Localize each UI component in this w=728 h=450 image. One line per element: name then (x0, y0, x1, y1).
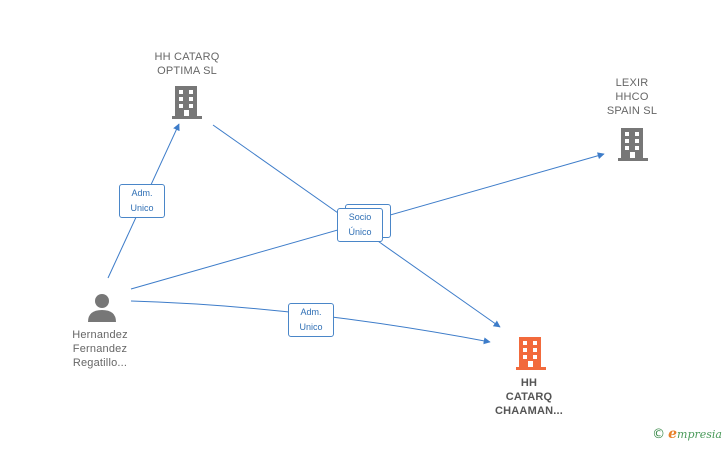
node-label-line: CHAAMAN... (495, 405, 563, 417)
empresia-watermark: ©empresia (652, 426, 722, 442)
node-label-line: Fernandez (72, 343, 128, 355)
node-label-hernandez[interactable]: Hernandez Fernandez Regatillo... (55, 328, 145, 370)
node-label-line: Hernandez (72, 329, 128, 341)
building-icon-highlighted (516, 337, 546, 370)
node-label-lexir-hhco[interactable]: LEXIR HHCO SPAIN SL (587, 76, 677, 118)
node-label-line: LEXIR (615, 77, 649, 89)
edge-label-line: Único (348, 227, 372, 237)
edge-label-line: Adm. (300, 307, 322, 317)
brand-initial: e (668, 426, 678, 442)
node-label-line: Regatillo... (72, 357, 128, 369)
edge-label-line: Socio (348, 212, 372, 222)
node-label-line: SPAIN SL (606, 105, 658, 117)
node-label-line: HH (520, 377, 538, 389)
edge-label-adm-optima[interactable]: Adm. Unico (119, 184, 165, 218)
node-label-line: OPTIMA SL (157, 65, 217, 77)
edge-label-line: Unico (130, 203, 154, 213)
building-icon (618, 128, 648, 161)
edge-label-line: Adm. (131, 188, 153, 198)
building-icon (172, 86, 202, 119)
brand-name: mpresia (677, 428, 722, 441)
node-label-hh-catarq-chaaman[interactable]: HH CATARQ CHAAMAN... (479, 376, 579, 418)
node-label-hh-catarq-optima[interactable]: HH CATARQ OPTIMA SL (137, 50, 237, 78)
edge-label-adm-chaaman[interactable]: Adm. Unico (288, 303, 334, 337)
edge-label-socio-unico[interactable]: Socio Único (337, 208, 383, 242)
icons-layer (88, 86, 648, 370)
copyright-symbol: © (652, 427, 666, 442)
node-label-line: HH CATARQ (154, 51, 220, 63)
node-label-line: HHCO (615, 91, 649, 103)
node-label-line: CATARQ (505, 391, 553, 403)
person-icon (88, 294, 116, 322)
edge-label-line: Unico (299, 322, 323, 332)
